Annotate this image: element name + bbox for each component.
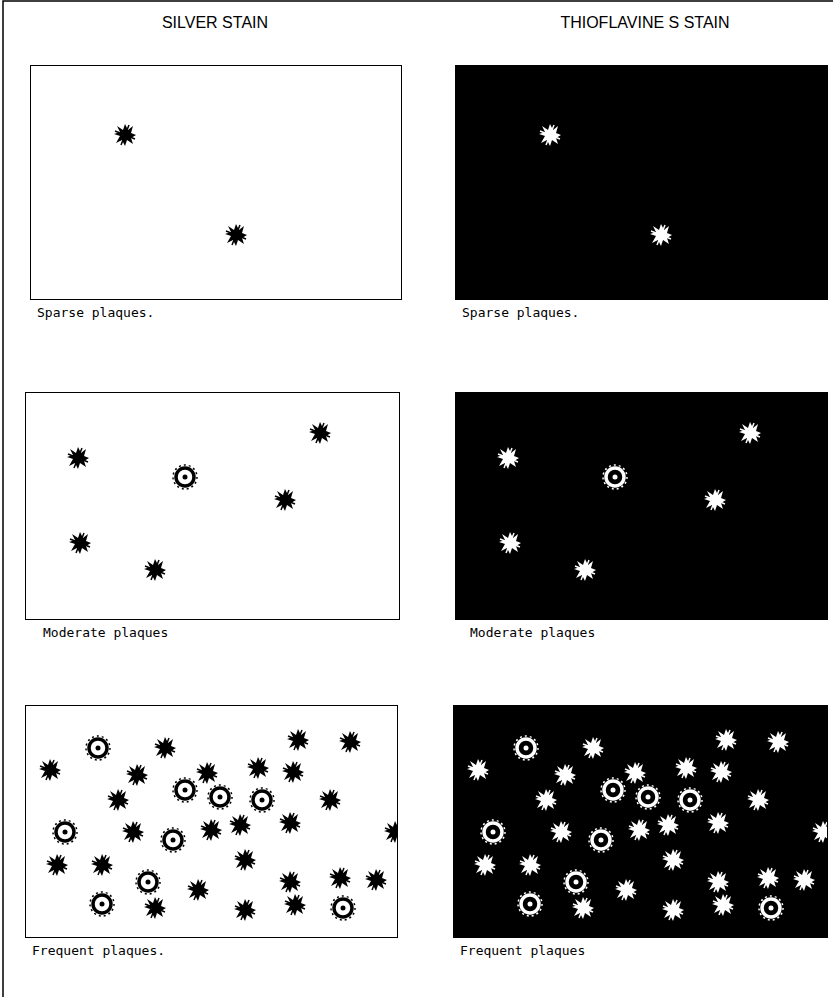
stain-panel: Moderate plaques bbox=[25, 392, 400, 620]
stain-panel: Frequent plaques bbox=[453, 705, 828, 938]
stain-panel: Moderate plaques bbox=[455, 392, 828, 620]
panel-caption: Moderate plaques bbox=[470, 625, 595, 640]
panel-caption: Moderate plaques bbox=[43, 625, 168, 640]
stain-panel: Sparse plaques. bbox=[455, 65, 828, 300]
panel-caption: Sparse plaques. bbox=[37, 305, 154, 320]
panel-caption: Frequent plaques. bbox=[32, 943, 165, 958]
stain-panel: Frequent plaques. bbox=[25, 705, 398, 938]
column-heading: SILVER STAIN bbox=[162, 14, 268, 32]
panel-caption: Sparse plaques. bbox=[462, 305, 579, 320]
stain-panel: Sparse plaques. bbox=[30, 65, 402, 300]
panel-caption: Frequent plaques bbox=[460, 943, 585, 958]
column-heading: THIOFLAVINE S STAIN bbox=[560, 14, 729, 32]
